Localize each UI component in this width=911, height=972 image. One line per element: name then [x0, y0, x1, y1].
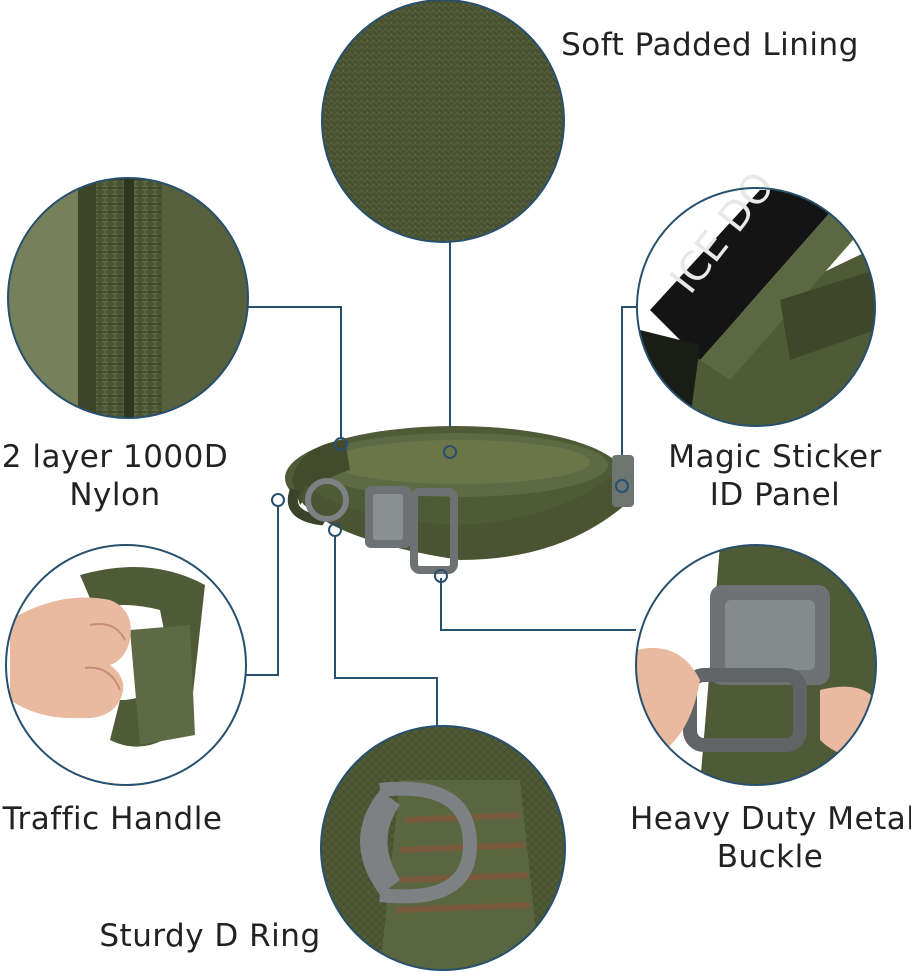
leader-magic — [621, 306, 638, 480]
leader-handle — [246, 505, 279, 676]
leader-buckle — [440, 578, 636, 631]
nylon-closeup-circle — [7, 177, 249, 419]
dot-lining — [443, 445, 457, 459]
dot-magic — [615, 479, 629, 493]
collar-product — [285, 426, 634, 574]
label-buckle-line1: Heavy Duty Metal — [630, 801, 911, 837]
lining-closeup-circle — [321, 0, 565, 243]
anchor-dots — [271, 437, 629, 583]
dot-nylon — [334, 437, 348, 451]
label-buckle-line2: Buckle — [716, 839, 824, 875]
label-magic-line2: ID Panel — [709, 477, 841, 513]
label-traffic-handle: Traffic Handle — [0, 800, 225, 838]
buckle-closeup-circle — [635, 544, 877, 786]
id-panel-closeup-circle: ICE DO — [636, 164, 876, 427]
label-nylon-line1: 2 layer 1000D — [1, 439, 229, 475]
label-nylon-line2: Nylon — [69, 477, 161, 513]
leader-nylon — [246, 306, 342, 438]
label-magic-line1: Magic Sticker — [668, 439, 882, 475]
label-nylon: 2 layer 1000D Nylon — [0, 438, 230, 514]
label-soft-padded-lining: Soft Padded Lining — [560, 26, 860, 64]
label-magic-sticker: Magic Sticker ID Panel — [660, 438, 890, 514]
dot-handle — [271, 493, 285, 507]
label-heavy-duty-buckle: Heavy Duty Metal Buckle — [630, 800, 911, 876]
leader-dring — [334, 535, 438, 726]
dot-dring — [328, 523, 342, 537]
label-traffic-handle-text: Traffic Handle — [2, 801, 223, 837]
handle-closeup-circle — [5, 544, 247, 786]
leader-lines — [246, 242, 638, 726]
label-sturdy-d-ring-text: Sturdy D Ring — [99, 918, 321, 954]
d-ring-closeup-circle — [320, 725, 566, 971]
label-sturdy-d-ring: Sturdy D Ring — [95, 917, 325, 955]
dot-buckle — [434, 569, 448, 583]
label-soft-padded-lining-text: Soft Padded Lining — [561, 27, 859, 63]
